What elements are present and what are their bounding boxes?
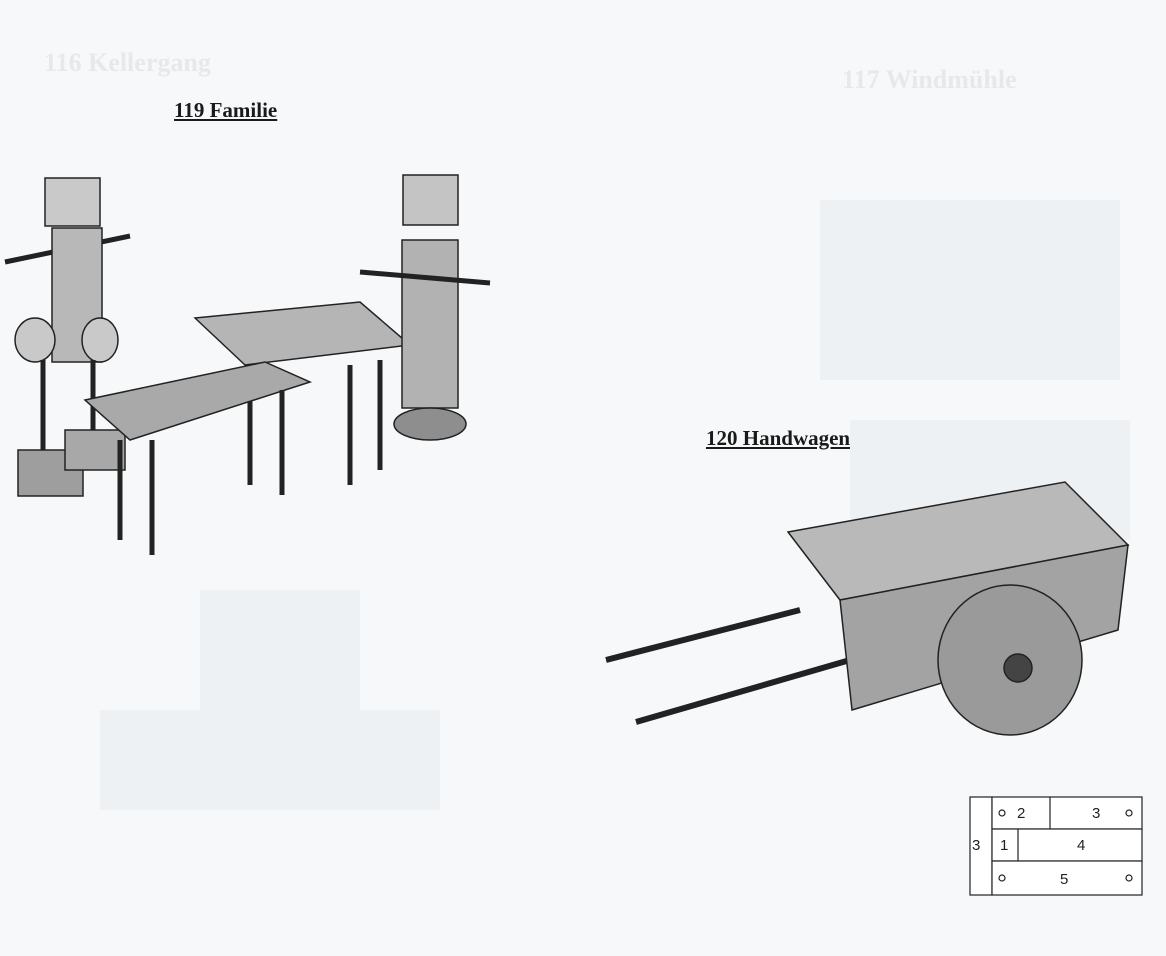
ghost-heading-kellergang: 116 Kellergang	[44, 48, 211, 77]
plan-label-5: 5	[1060, 871, 1068, 888]
plan-label-2: 2	[1017, 805, 1025, 822]
plan-labels: 3 2 3 1 4 5	[972, 805, 1100, 888]
handwagen-drawing	[605, 481, 1130, 736]
ghost-heading-windmuehle: 117 Windmühle	[842, 65, 1017, 94]
plan-label-1: 1	[1000, 837, 1008, 854]
heading-familie: 119 Familie	[174, 98, 278, 122]
plan-label-3a: 3	[972, 837, 980, 854]
heading-handwagen: 120 Handwagen	[706, 426, 851, 450]
figure-left	[4, 177, 131, 497]
benches	[83, 301, 412, 555]
plan-label-4: 4	[1077, 837, 1085, 854]
figure-right	[359, 174, 491, 441]
plan-diagram	[969, 796, 1143, 896]
plan-label-3b: 3	[1092, 805, 1100, 822]
